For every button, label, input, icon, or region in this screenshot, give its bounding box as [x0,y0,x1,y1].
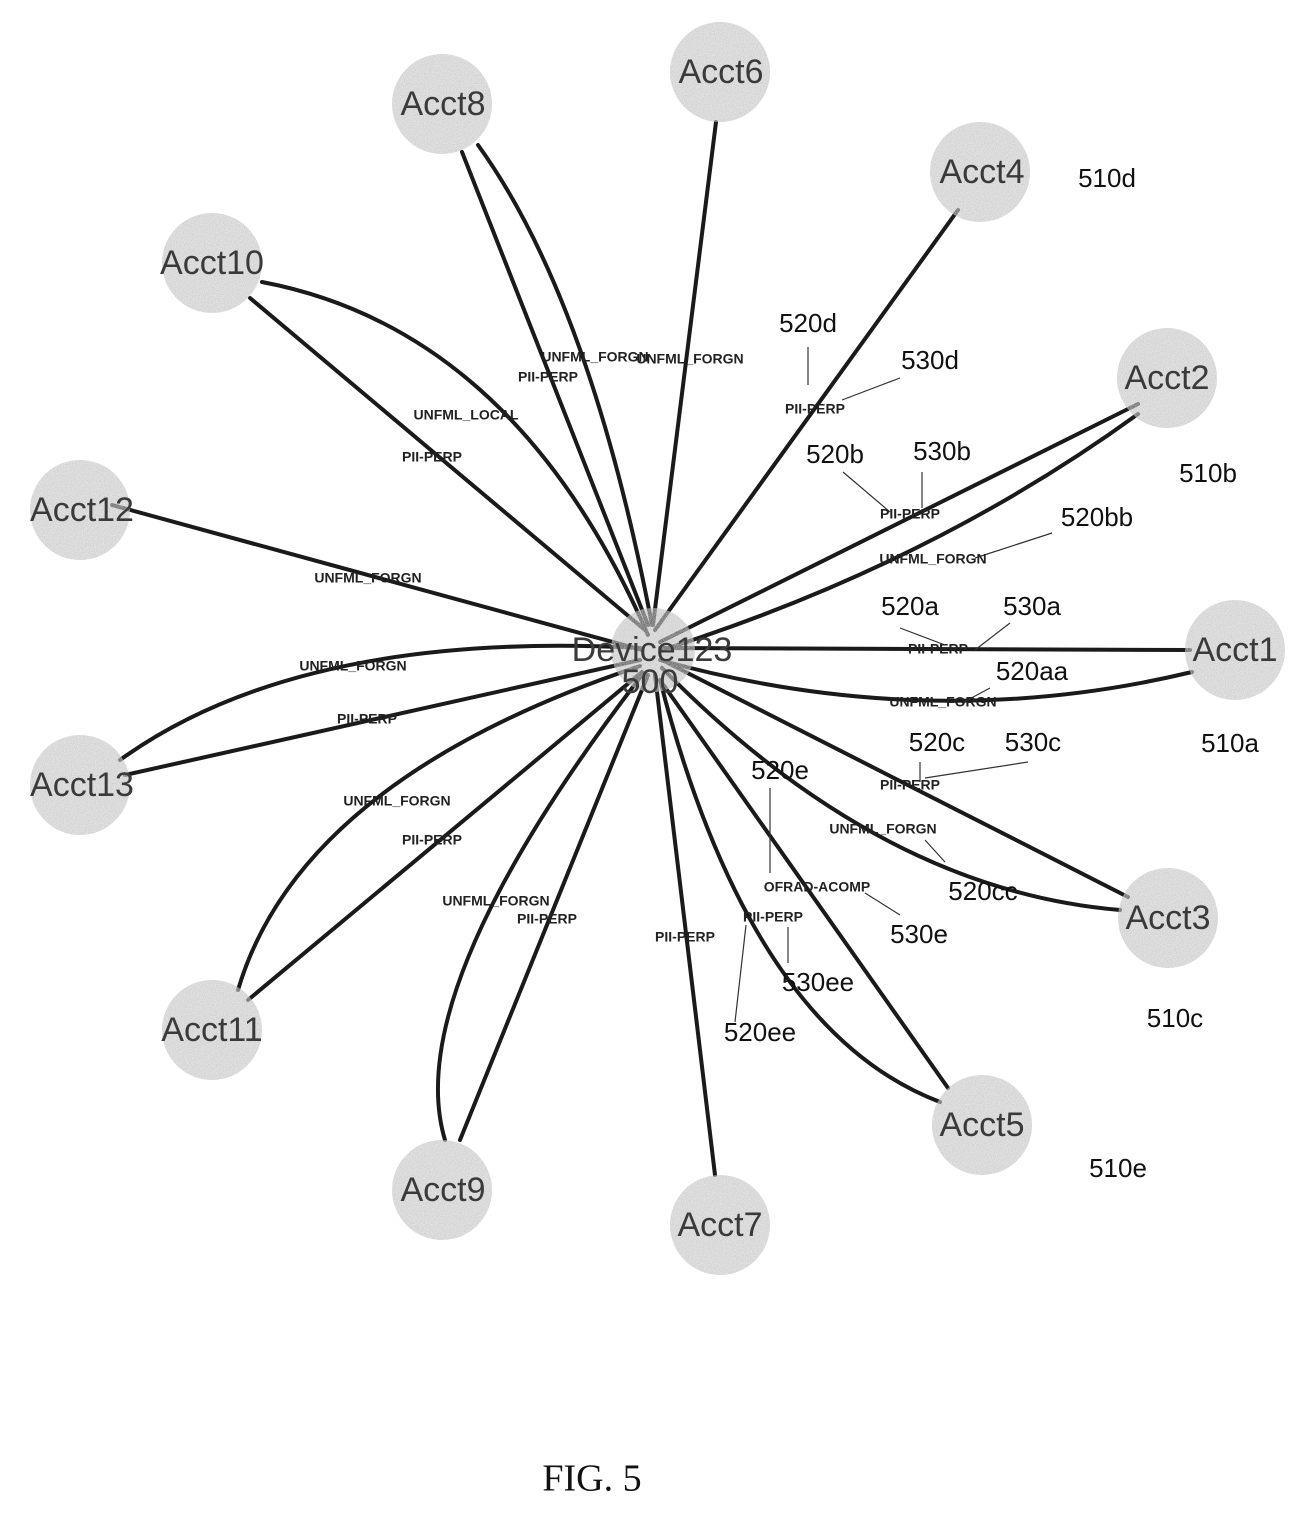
edge-label: PII-PERP [337,711,397,727]
edge-label: PII-PERP [517,911,577,927]
edge-label: UNFML_FORGN [879,551,986,567]
edge-label: PII-PERP [518,369,578,385]
ref-530b: 530b [913,436,971,466]
node-label-acct5: Acct5 [939,1106,1024,1144]
node-acct6: Acct6 [670,22,770,122]
node-label-acct9: Acct9 [400,1171,485,1209]
figure-caption: FIG. 5 [542,1458,641,1500]
node-label-acct3: Acct3 [1125,899,1210,937]
ref-520aa: 520aa [996,656,1069,686]
node-acct9: Acct9 [392,1140,492,1240]
ref-530ee: 530ee [782,967,854,997]
edge-label: UNFML_FORGN [636,351,743,367]
node-acct12: Acct12 [30,460,134,560]
node-label-acct12: Acct12 [30,491,134,529]
node-acct7: Acct7 [670,1175,770,1275]
node-acct2: Acct2 [1117,328,1217,428]
node-acct3: Acct3 [1118,868,1218,968]
ref-520e: 520e [751,755,809,785]
node-acct13: Acct13 [30,735,134,835]
node-label-acct7: Acct7 [677,1206,762,1244]
ref-520c: 520c [909,727,965,757]
edge-acct6 [653,122,716,625]
edge-label: PII-PERP [785,401,845,417]
ref-510c: 510c [1147,1003,1203,1033]
node-label-acct6: Acct6 [678,53,763,91]
edge-acct7 [655,675,715,1175]
ref-510b: 510b [1179,458,1237,488]
ref-510d: 510d [1078,163,1136,193]
node-label-acct2: Acct2 [1124,359,1209,397]
ref-530e: 530e [890,919,948,949]
ref-520ee: 520ee [724,1017,796,1047]
edge-label: UNFML_FORGN [889,694,996,710]
ref-520bb: 520bb [1061,502,1133,532]
node-label-acct4: Acct4 [939,153,1024,191]
edge-label: UNFML_LOCAL [414,407,519,423]
node-acct4: Acct4 [930,122,1030,222]
edge-label: OFRAD-ACOMP [764,879,871,895]
edge-acct11-b [238,666,640,990]
ref-530c: 530c [1005,727,1061,757]
node-acct5: Acct5 [932,1075,1032,1175]
node-label-acct1: Acct1 [1192,631,1277,669]
edge-acct8-b [478,145,652,625]
edge-label: PII-PERP [655,929,715,945]
ref-530d: 530d [901,345,959,375]
node-label-acct11: Acct11 [161,1011,262,1049]
node-acct1: Acct1 [1185,600,1285,700]
node-acct11: Acct11 [161,980,262,1080]
ref-520cc: 520cc [948,876,1017,906]
node-label-acct8: Acct8 [400,85,485,123]
node-label-acct13: Acct13 [30,766,134,804]
edge-label: PII-PERP [402,449,462,465]
edge-label: PII-PERP [908,641,968,657]
edge-refs: 520d 530d 520b 530b 520bb 520a 530a 520a… [724,308,1133,1047]
ref-520a: 520a [881,591,939,621]
edge-label: PII-PERP [880,506,940,522]
edge-label: UNFML_FORGN [299,658,406,674]
edge-label: PII-PERP [402,832,462,848]
node-acct8: Acct8 [392,54,492,154]
ref-520b: 520b [806,439,864,469]
node-label-acct10: Acct10 [160,244,264,282]
edge-label: UNFML_FORGN [442,893,549,909]
node-device123: Device123 500 [572,608,733,701]
ref-510a: 510a [1201,728,1259,758]
ref-530a: 530a [1003,591,1061,621]
ref-520d: 520d [779,308,837,338]
edge-label: UNFML_FORGN [829,821,936,837]
edge-label: PII-PERP [880,777,940,793]
node-ref-500: 500 [622,663,679,701]
ref-510e: 510e [1089,1153,1147,1183]
edge-label: UNFML_FORGN [314,570,421,586]
edge-label: UNFML_FORGN [343,793,450,809]
edge-label: PII-PERP [743,909,803,925]
edge-label: UNFML_FORGN [541,349,648,365]
